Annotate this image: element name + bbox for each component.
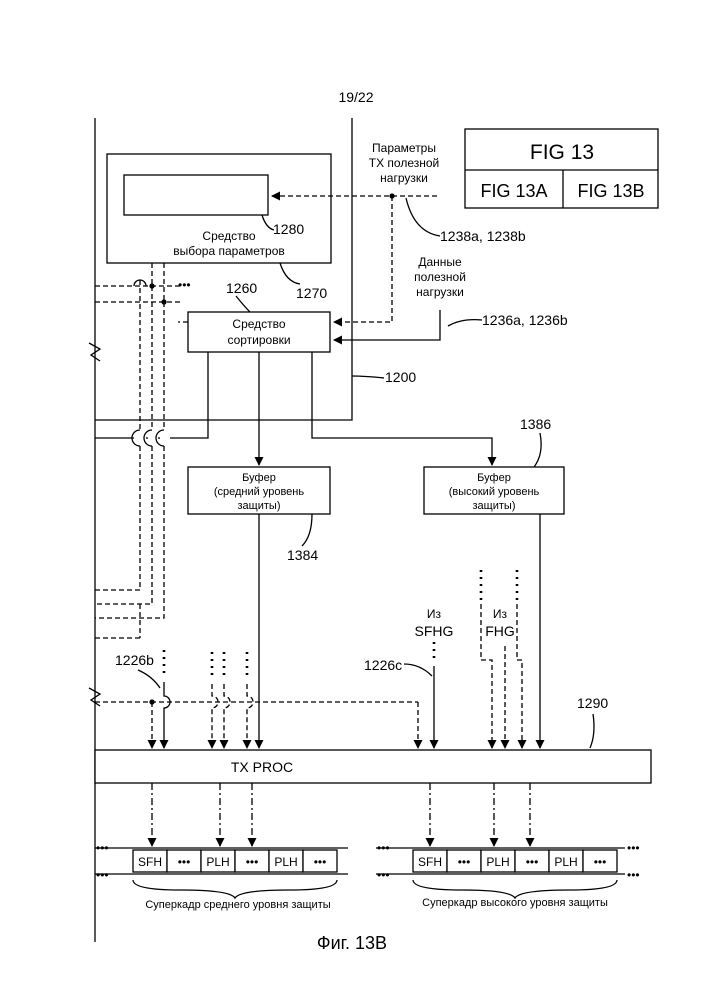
from-sfhg-line2: SFHG <box>415 623 454 639</box>
sf-high-right-dots-1: ••• <box>627 841 640 855</box>
sf-high-cell-5: PLH <box>554 855 577 869</box>
sf-mid-left-dots-1: ••• <box>96 841 109 855</box>
fig-index-left: FIG 13A <box>480 181 547 201</box>
buffer-high-line3: защиты) <box>473 500 516 512</box>
tx-proc-label: TX PROC <box>231 759 293 775</box>
buffer-mid-line3: защиты) <box>238 500 281 512</box>
tx-proc-box <box>95 750 651 783</box>
sf-high-cell-6: ••• <box>594 855 607 869</box>
sf-high-left-dots-1: ••• <box>377 841 390 855</box>
fig-index-title: FIG 13 <box>530 141 594 164</box>
data-label-line3: нагрузки <box>416 285 464 299</box>
sf-high-cell-3: PLH <box>486 855 509 869</box>
superframe-high: SFH ••• PLH ••• PLH ••• ••• ••• ••• ••• … <box>376 841 640 909</box>
sf-mid-cell-2: ••• <box>178 855 191 869</box>
sf-high-cell-4: ••• <box>526 855 539 869</box>
data-ref: 1236a, 1236b <box>482 312 568 328</box>
sf-mid-cell-6: ••• <box>314 855 327 869</box>
tx-proc-outputs <box>152 783 530 846</box>
sf-mid-left-dots-2: ••• <box>96 868 109 882</box>
buffer-high-ref: 1386 <box>520 416 551 432</box>
sorter-ref: 1260 <box>226 280 257 296</box>
left-frame-line <box>89 118 100 942</box>
fig-index-right: FIG 13B <box>577 181 644 201</box>
selector-ref: 1270 <box>296 285 327 301</box>
from-fhg-line1: Из <box>493 607 508 621</box>
selector-label-line2: выбора параметров <box>173 244 285 258</box>
sf-mid-cell-5: PLH <box>274 855 297 869</box>
selector-ellipsis: ••• <box>178 278 191 292</box>
sf-high-right-dots-2: ••• <box>627 868 640 882</box>
from-sfhg-line1: Из <box>427 607 442 621</box>
from-fhg-line2: FHG <box>485 623 515 639</box>
figure-index-box: FIG 13 FIG 13A FIG 13B <box>465 129 658 208</box>
sf-high-cell-2: ••• <box>458 855 471 869</box>
unit-ref: 1200 <box>385 369 416 385</box>
figure-caption: Фиг. 13B <box>317 933 387 953</box>
selector-inner-box <box>124 175 268 215</box>
sf-high-left-dots-2: ••• <box>377 868 390 882</box>
sf-high-label: Суперкадр высокого уровня защиты <box>422 897 608 909</box>
sorter-label-line2: сортировки <box>227 333 290 347</box>
sorter-label-line1: Средство <box>232 317 285 331</box>
data-label-line2: полезной <box>414 270 466 284</box>
sf-mid-cell-1: SFH <box>138 855 162 869</box>
param-label-line1: Параметры <box>372 141 436 155</box>
data-label-line1: Данные <box>418 255 462 269</box>
buffer-high-line1: Буфер <box>477 472 511 484</box>
superframe-mid: SFH ••• PLH ••• PLH ••• ••• ••• Суперкад… <box>95 841 348 911</box>
sf-high-cell-1: SFH <box>418 855 442 869</box>
ref-1290: 1290 <box>577 695 608 711</box>
sf-mid-cell-3: PLH <box>206 855 229 869</box>
buffer-mid-line1: Буфер <box>242 472 276 484</box>
param-label-line2: TX полезной <box>369 156 440 170</box>
selector-inner-ref: 1280 <box>273 221 304 237</box>
fhg-dotted-lines <box>481 570 522 748</box>
sf-mid-label: Суперкадр среднего уровня защиты <box>145 899 330 911</box>
buffer-high-line2: (высокий уровень <box>449 486 540 498</box>
buffer-mid-ref: 1384 <box>287 547 318 563</box>
page-number: 19/22 <box>338 89 373 105</box>
selector-label-line1: Средство <box>202 229 255 243</box>
buffer-mid-line2: (средний уровень <box>214 486 305 498</box>
sf-mid-cell-4: ••• <box>246 855 259 869</box>
param-label-line3: нагрузки <box>380 171 428 185</box>
param-ref: 1238a, 1238b <box>440 228 526 244</box>
ref-1226c: 1226c <box>364 657 402 673</box>
ref-1226b: 1226b <box>115 652 154 668</box>
